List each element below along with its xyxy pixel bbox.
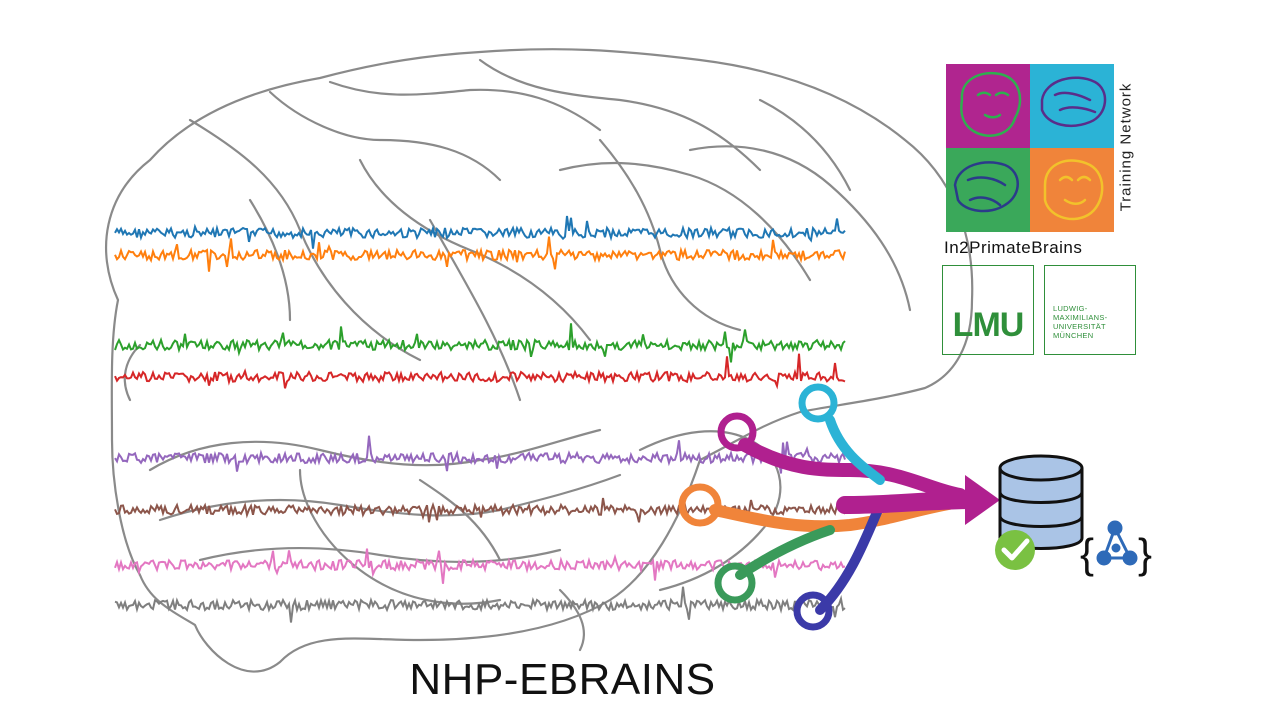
green-stream — [735, 525, 835, 580]
sulcus-2 — [268, 90, 502, 182]
lmu-logo: LMU — [942, 265, 1034, 355]
temporal-fold-1 — [148, 428, 602, 472]
monkey-sketch-2 — [1043, 159, 1104, 221]
temporal-fold-5 — [418, 478, 502, 562]
magenta-stream — [738, 438, 967, 502]
sulcus-3 — [328, 80, 602, 132]
checkmark-icon — [995, 530, 1035, 570]
green-ring — [714, 562, 756, 604]
lmu-name-lines: LUDWIG- MAXIMILIANS- UNIVERSITÄT MÜNCHEN — [1053, 304, 1133, 340]
cyan-ring — [798, 383, 838, 423]
lmu-line-1: LUDWIG- — [1053, 304, 1088, 313]
network-name: In2PrimateBrains — [944, 238, 1083, 257]
temporal-fold-3 — [198, 546, 562, 564]
brain-contour — [105, 48, 974, 673]
sulcus-1 — [188, 118, 422, 362]
sulcus-8 — [428, 218, 522, 402]
signal-trace-1 — [114, 215, 846, 249]
temporal-fold-2 — [158, 473, 622, 522]
signal-trace-7 — [114, 548, 846, 584]
diagram-title: NHP-EBRAINS — [409, 655, 716, 704]
json-graph-icon: { } — [1080, 520, 1152, 577]
sulcus-10 — [598, 138, 742, 332]
signal-trace-4 — [114, 353, 846, 390]
brain-sketch-1 — [1040, 76, 1107, 127]
logo-quadrant-magenta — [946, 64, 1030, 148]
network-vertical-label: Training Network — [1113, 62, 1139, 232]
sulcus-7 — [358, 158, 592, 342]
sulcus-5 — [558, 161, 812, 282]
brain-outline — [105, 48, 974, 673]
magenta-ring — [717, 412, 757, 452]
main-arrow-head — [965, 475, 1000, 525]
lmu-logo-text: LMU — [952, 306, 1025, 344]
sulcus-9 — [248, 198, 292, 322]
brainstem — [558, 588, 585, 652]
signal-trace-3 — [114, 323, 846, 363]
signal-trace-5 — [114, 435, 846, 474]
cerebellum — [638, 430, 782, 592]
cyan-stream — [825, 415, 885, 485]
signal-trace-2 — [114, 236, 846, 272]
training-network-text: Training Network — [1117, 82, 1135, 212]
graph-node-icon — [1096, 520, 1138, 566]
network-logo — [946, 64, 1114, 232]
monkey-face-sketch — [960, 71, 1022, 137]
signal-trace-8 — [114, 586, 846, 623]
lmu-name-box: LUDWIG- MAXIMILIANS- UNIVERSITÄT MÜNCHEN — [1044, 265, 1136, 355]
lmu-line-2: MAXIMILIANS- — [1053, 313, 1108, 322]
json-brace-right: } — [1138, 530, 1152, 577]
json-brace-left: { — [1080, 530, 1094, 577]
lmu-line-4: MÜNCHEN — [1053, 331, 1094, 340]
orange-ring — [678, 483, 722, 527]
indigo-ring — [793, 591, 833, 631]
pipeline — [678, 383, 1000, 631]
lmu-line-3: UNIVERSITÄT — [1053, 322, 1106, 331]
temporal-fold-4 — [298, 468, 502, 605]
indigo-stream — [815, 500, 885, 615]
signal-traces — [114, 215, 846, 623]
sulcus-6 — [688, 145, 912, 312]
sulcus-4 — [478, 58, 762, 172]
brain-sketch-2 — [953, 161, 1019, 213]
sulcus-11 — [758, 98, 852, 192]
main-arrow-shaft — [836, 491, 984, 514]
